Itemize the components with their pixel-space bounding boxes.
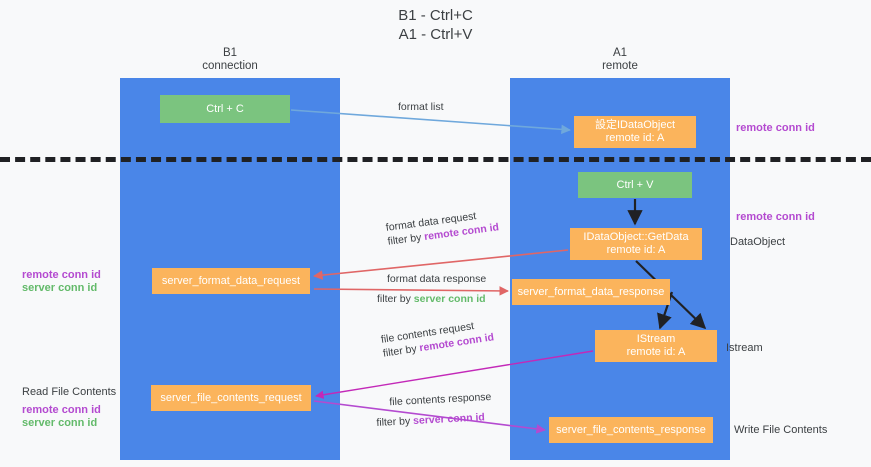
annotation-left-conn-ids-mid: remote conn id server conn id (22, 269, 101, 295)
node-ctrl-c-line1: Ctrl + C (206, 102, 244, 115)
node-getdata-line2: remote id: A (606, 244, 666, 256)
filter-prefix: filter by (377, 293, 414, 305)
lane-header-a1: A1 remote (602, 47, 638, 72)
annotation-remote-conn-id-mid: remote conn id (736, 211, 815, 223)
annotation-left-read-file-block: Read File Contents remote conn id server… (22, 386, 116, 430)
annotation-left-remote-conn-id-mid: remote conn id (22, 269, 101, 281)
node-istream[interactable]: IStream remote id: A (595, 330, 717, 362)
edge-label-format-data-response-title: format data response (387, 273, 487, 285)
annotation-istream: Istream (726, 342, 763, 354)
annotation-left-server-conn-id-mid: server conn id (22, 282, 98, 294)
node-server-file-contents-response[interactable]: server_file_contents_response (549, 417, 713, 443)
node-ctrl-v[interactable]: Ctrl + V (578, 172, 692, 198)
node-server-file-contents-response-label: server_file_contents_response (556, 423, 706, 436)
edge-label-format-data-response-filter: filter by server conn id (377, 286, 486, 306)
node-server-format-data-response-label: server_format_data_response (517, 285, 665, 298)
annotation-dataobject: DataObject (730, 236, 786, 248)
node-set-idataobject-line1: 設定IDataObject (594, 119, 676, 131)
edge-label-format-data-response: format data response filter by server co… (377, 272, 486, 306)
filter-prefix: filter by (376, 415, 414, 429)
diagram-title: B1 - Ctrl+C A1 - Ctrl+V (398, 7, 473, 43)
node-ctrl-v-line1: Ctrl + V (616, 178, 654, 191)
node-server-format-data-response[interactable]: server_format_data_response (512, 279, 670, 305)
node-server-file-contents-request[interactable]: server_file_contents_request (151, 385, 311, 411)
annotation-remote-conn-id-top: remote conn id (736, 122, 815, 134)
annotation-left-server-conn-id-bottom: server conn id (22, 417, 98, 429)
edge-label-format-list: format list (398, 100, 444, 114)
edge-label-format-data-request: format data request filter by remote con… (385, 206, 500, 248)
filter-key: server conn id (412, 411, 486, 428)
annotation-write-file-contents: Write File Contents (734, 424, 828, 436)
node-istream-line1: IStream (636, 333, 676, 345)
phase-divider (0, 157, 871, 162)
node-getdata-line1: IDataObject::GetData (583, 231, 689, 243)
edge-label-file-contents-response: file contents response filter by server … (375, 390, 493, 430)
node-set-idataobject[interactable]: 設定IDataObject remote id: A (574, 116, 696, 148)
node-set-idataobject-line2: remote id: A (605, 132, 665, 144)
node-server-file-contents-request-label: server_file_contents_request (160, 391, 302, 404)
edge-label-format-list-text: format list (398, 101, 444, 113)
edge-label-file-contents-request: file contents request filter by remote c… (380, 316, 495, 360)
annotation-read-file-contents: Read File Contents (22, 386, 117, 398)
annotation-left-remote-conn-id-bottom: remote conn id (22, 404, 101, 416)
node-server-format-data-request-label: server_format_data_request (161, 274, 301, 287)
node-server-format-data-request[interactable]: server_format_data_request (152, 268, 310, 294)
lane-header-b1: B1 connection (202, 47, 258, 72)
node-ctrl-c[interactable]: Ctrl + C (160, 95, 290, 123)
filter-key: server conn id (413, 293, 486, 305)
filter-prefix: filter by (386, 231, 425, 248)
filter-prefix: filter by (382, 342, 421, 360)
node-istream-line2: remote id: A (626, 346, 686, 358)
node-idataobject-getdata[interactable]: IDataObject::GetData remote id: A (570, 228, 702, 260)
